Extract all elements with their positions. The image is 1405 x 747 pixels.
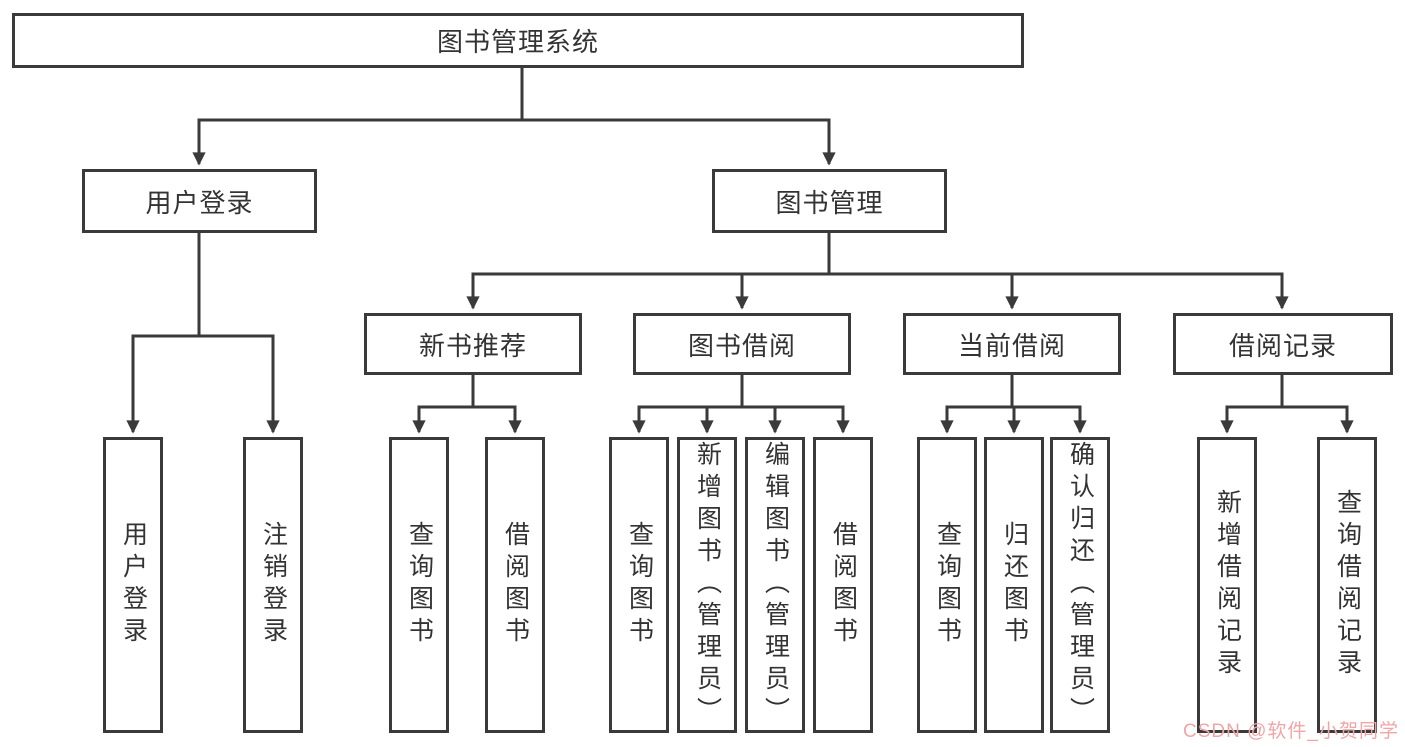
node-current-borrow: 当前借阅 [903, 313, 1121, 375]
node-book-borrow: 图书借阅 [633, 313, 851, 375]
leaf-add-borrow-record: 新增借阅记录 [1197, 437, 1257, 733]
node-book-borrow-label: 图书借阅 [687, 330, 796, 361]
connector-root [192, 68, 836, 166]
node-new-book-recommend: 新书推荐 [364, 313, 582, 375]
node-user-login-label: 用户登录 [145, 187, 254, 218]
leaf-query-books-1-label: 查询图书 [405, 521, 434, 649]
leaf-logout: 注销登录 [243, 437, 303, 733]
connector-book-management [466, 233, 1289, 310]
leaf-query-borrow-record: 查询借阅记录 [1317, 437, 1377, 733]
leaf-query-borrow-record-label: 查询借阅记录 [1333, 489, 1362, 681]
leaf-borrow-books-1: 借阅图书 [485, 437, 545, 733]
node-new-book-recommend-label: 新书推荐 [418, 330, 527, 361]
leaf-query-books-2-label: 查询图书 [625, 521, 654, 649]
leaf-query-books-2: 查询图书 [609, 437, 669, 733]
node-current-borrow-label: 当前借阅 [957, 330, 1066, 361]
leaf-query-books-1: 查询图书 [389, 437, 449, 733]
node-borrow-records-label: 借阅记录 [1228, 330, 1337, 361]
leaf-edit-book-admin-label: 编辑图书（管理员） [761, 441, 790, 729]
leaf-confirm-return-admin-label: 确认归还（管理员） [1066, 441, 1095, 729]
node-library-system-label: 图书管理系统 [436, 27, 599, 57]
connector-current-borrow [940, 375, 1087, 434]
connector-book-borrow [632, 375, 850, 434]
node-book-management-label: 图书管理 [775, 187, 884, 218]
leaf-query-books-3: 查询图书 [917, 437, 977, 733]
leaf-logout-label: 注销登录 [259, 521, 288, 649]
leaf-borrow-books-2-label: 借阅图书 [829, 521, 858, 649]
watermark: CSDN @软件_小贺同学 [1183, 721, 1399, 742]
connector-new-book-recommend [412, 375, 522, 434]
leaf-user-login: 用户登录 [103, 437, 163, 733]
leaf-borrow-books-1-label: 借阅图书 [501, 521, 530, 649]
leaf-return-book-label: 归还图书 [1000, 521, 1029, 649]
leaf-confirm-return-admin: 确认归还（管理员） [1050, 437, 1110, 733]
node-library-system: 图书管理系统 [12, 13, 1024, 68]
connector-borrow-records [1220, 375, 1354, 434]
node-user-login: 用户登录 [82, 169, 317, 233]
leaf-edit-book-admin: 编辑图书（管理员） [745, 437, 805, 733]
leaf-add-book-admin-label: 新增图书（管理员） [693, 441, 722, 729]
leaf-user-login-label: 用户登录 [119, 521, 148, 649]
node-book-management: 图书管理 [712, 169, 947, 233]
leaf-add-borrow-record-label: 新增借阅记录 [1213, 489, 1242, 681]
connector-user-login [126, 233, 280, 434]
leaf-return-book: 归还图书 [984, 437, 1044, 733]
leaf-add-book-admin: 新增图书（管理员） [677, 437, 737, 733]
leaf-query-books-3-label: 查询图书 [933, 521, 962, 649]
node-borrow-records: 借阅记录 [1173, 313, 1393, 375]
leaf-borrow-books-2: 借阅图书 [813, 437, 873, 733]
